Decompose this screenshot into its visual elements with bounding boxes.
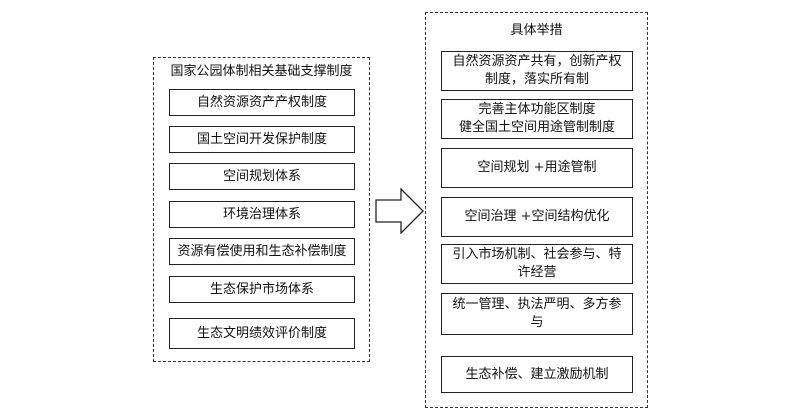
right-item-market-mechanism: 引入市场机制、社会参与、特 许经营 bbox=[441, 244, 633, 284]
left-item-market-system: 生态保护市场体系 bbox=[169, 276, 355, 303]
left-item-property-rights: 自然资源资产产权制度 bbox=[169, 89, 355, 116]
right-group-title: 具体举措 bbox=[510, 23, 563, 38]
right-item-unified-management: 统一管理、执法严明、多方参 与 bbox=[441, 293, 633, 335]
left-group-title: 国家公园体制相关基础支撑制度 bbox=[170, 64, 353, 79]
left-group-container: 国家公园体制相关基础支撑制度 bbox=[153, 57, 370, 362]
left-item-land-development: 国土空间开发保护制度 bbox=[169, 126, 355, 153]
left-item-performance-eval: 生态文明绩效评价制度 bbox=[169, 318, 355, 349]
right-arrow-icon bbox=[375, 188, 424, 234]
right-item-property-innovation: 自然资源资产共有，创新产权 制度，落实所有制 bbox=[441, 51, 633, 91]
right-item-structure-optimization: 空间治理 +空间结构优化 bbox=[441, 197, 633, 237]
right-item-incentive-mechanism: 生态补偿、建立激励机制 bbox=[441, 356, 633, 393]
left-item-env-governance: 环境治理体系 bbox=[169, 201, 355, 228]
right-item-use-control: 空间规划 +用途管制 bbox=[441, 148, 633, 188]
right-item-functional-zones: 完善主体功能区制度 健全国土空间用途管制制度 bbox=[441, 99, 633, 139]
right-group-container: 具体举措 bbox=[425, 12, 648, 408]
left-item-spatial-planning: 空间规划体系 bbox=[169, 163, 355, 190]
left-item-compensation: 资源有偿使用和生态补偿制度 bbox=[169, 238, 355, 265]
